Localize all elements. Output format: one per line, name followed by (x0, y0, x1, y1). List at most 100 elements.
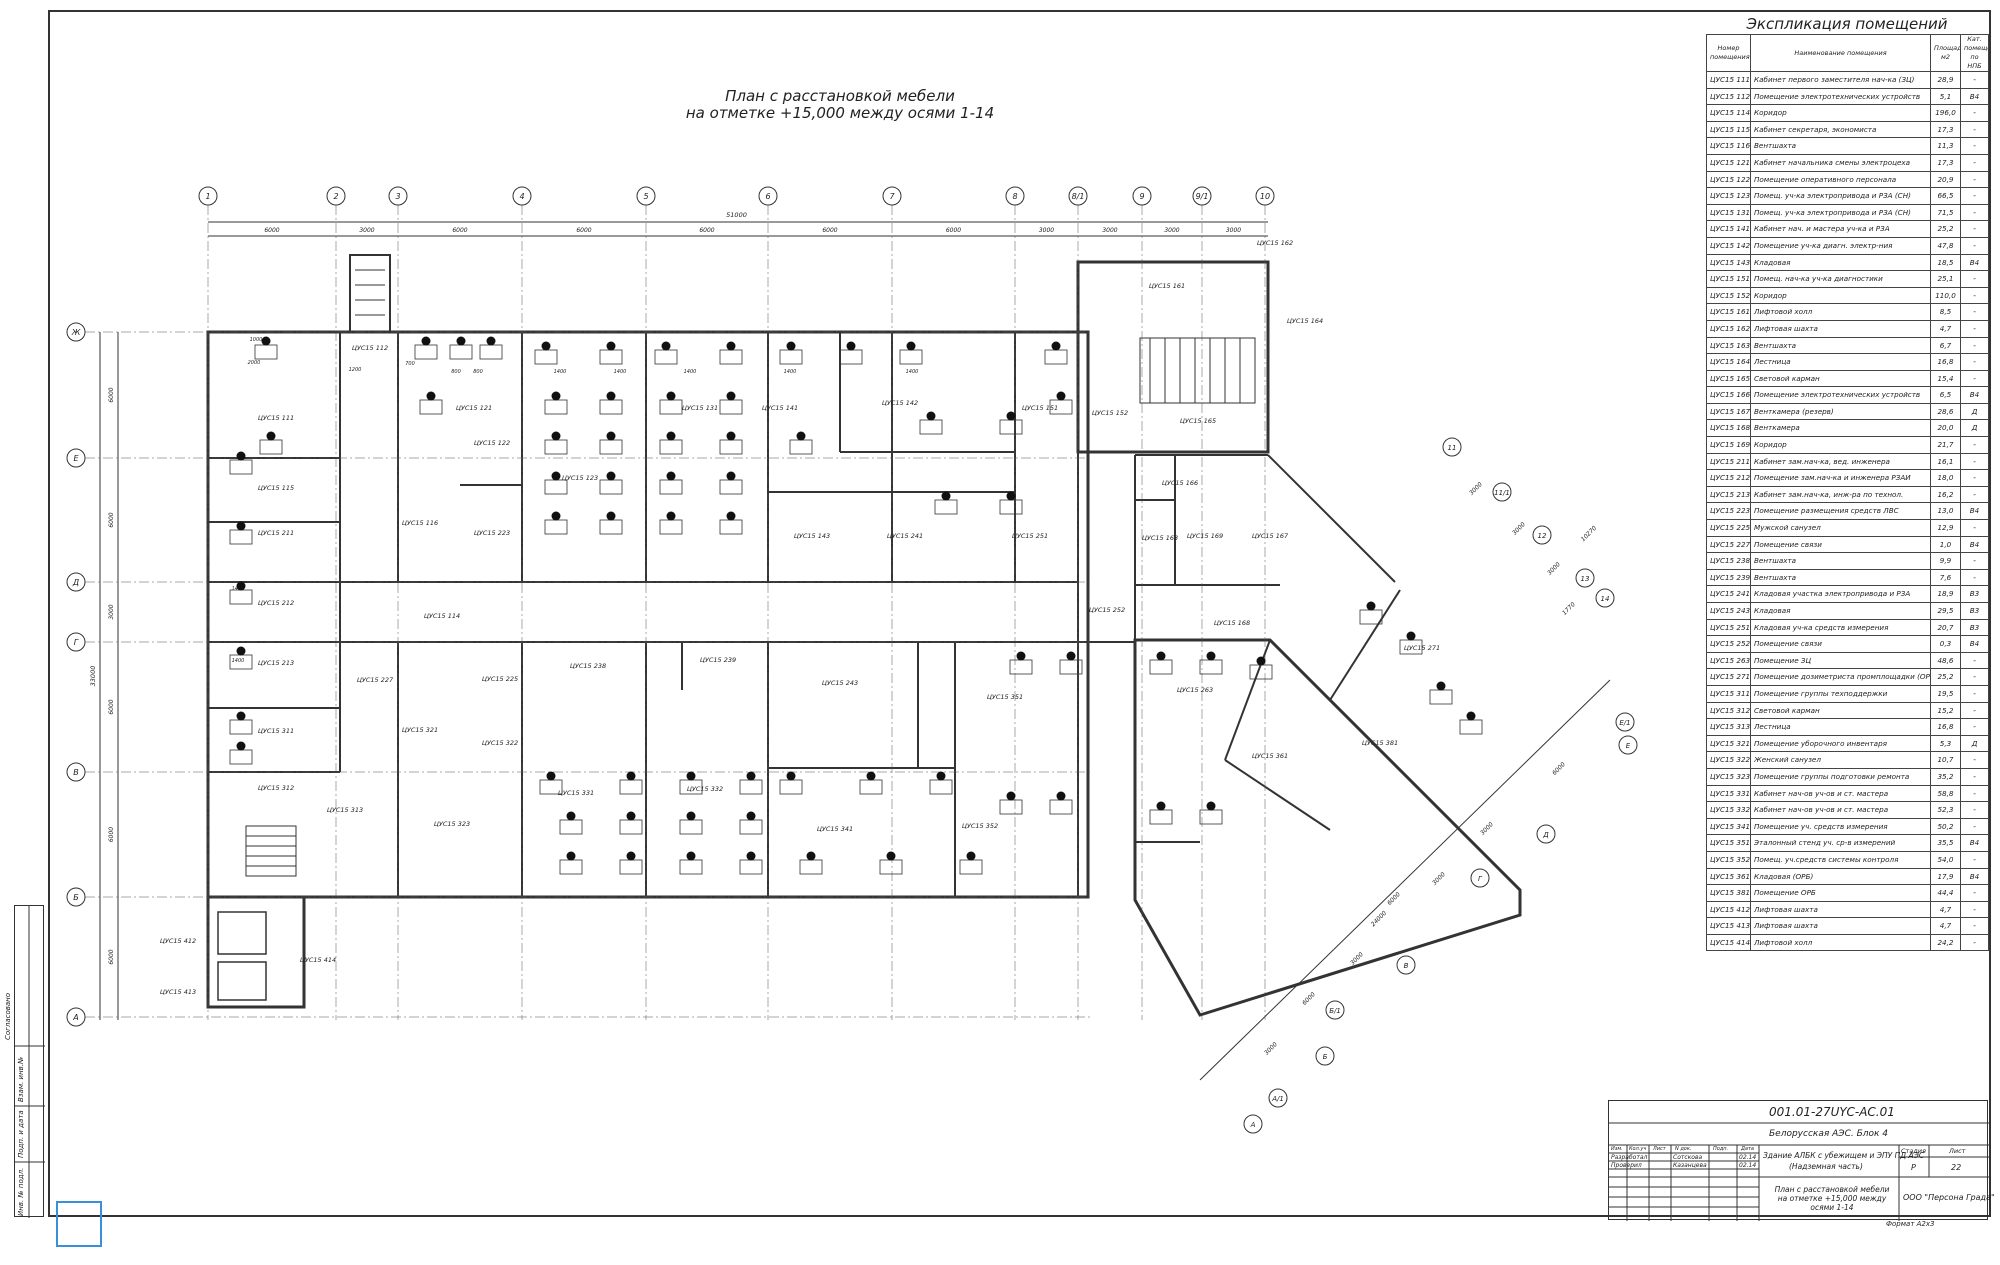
building-name-2: (Надземная часть) (1789, 1162, 1863, 1171)
room-area: 196,0 (1930, 104, 1961, 122)
diag-axis-label: А (1250, 1121, 1256, 1129)
desk (479, 344, 503, 360)
room-name: Кабинет нач. и мастера уч-ка и РЗА (1750, 220, 1931, 238)
desk (719, 439, 743, 455)
side-stamp-grid (15, 906, 45, 1218)
room-area: 6,5 (1930, 386, 1961, 404)
diag-axis-bubble (1532, 525, 1552, 545)
room-category: - (1960, 651, 1989, 670)
room-label: ЦУС15 166 (1162, 479, 1198, 487)
room-number: ЦУС15 332 (1706, 801, 1751, 819)
sheet-title: План с расстановкой мебели на отметке +1… (1769, 1185, 1895, 1212)
diag-dim-label: 3000 (1468, 481, 1484, 497)
room-area: 17,3 (1930, 120, 1961, 139)
desk (1199, 809, 1223, 825)
chair (426, 391, 436, 401)
side-label-podp: Подп. и дата (17, 1110, 25, 1158)
desk (929, 779, 953, 795)
chair (666, 511, 676, 521)
room-label: ЦУС15 142 (882, 399, 918, 407)
room-area: 28,9 (1930, 71, 1961, 89)
furniture-dim: 1200 (349, 367, 362, 373)
chair (261, 336, 271, 346)
room-name: Кабинет нач-ов уч-ов и ст. мастера (1750, 801, 1931, 819)
room-name: Кладовая (ОРБ) (1750, 867, 1931, 886)
chair (626, 851, 636, 861)
desk (544, 519, 568, 535)
room-area: 4,7 (1930, 917, 1961, 935)
room-name: Помещение уч. средств измерения (1750, 817, 1931, 836)
room-area: 0,3 (1930, 635, 1961, 653)
room-label: ЦУС15 163 (1142, 534, 1178, 542)
room-area: 25,2 (1930, 220, 1961, 238)
room-label: ЦУС15 167 (1252, 532, 1289, 540)
desk (934, 499, 958, 515)
room-category: - (1960, 336, 1989, 355)
furniture-dim: 2000 (248, 360, 261, 366)
axis-label: 1 (205, 192, 210, 201)
chair (236, 741, 246, 751)
chair (906, 341, 916, 351)
room-number: ЦУС15 152 (1706, 286, 1751, 305)
room-number: ЦУС15 166 (1706, 386, 1751, 404)
chair (1006, 791, 1016, 801)
room-name: Кладовая (1750, 602, 1931, 620)
dim-label: 3000 (1164, 227, 1179, 234)
room-label: ЦУС15 352 (962, 822, 998, 830)
stair-shaft-top (355, 269, 385, 316)
diag-axis-label: Г (1478, 875, 1483, 883)
selection-box[interactable] (56, 1201, 102, 1247)
room-label: ЦУС15 169 (1187, 532, 1223, 540)
explication-panel: Экспликация помещений Номер помещения На… (1706, 14, 1989, 952)
room-area: 66,5 (1930, 187, 1961, 205)
axis-bubble (1005, 186, 1025, 206)
diag-axis-bubble (1575, 568, 1595, 588)
room-name: Кладовая уч-ка средств измерения (1750, 618, 1931, 637)
axis-bubble (66, 322, 86, 342)
desk (599, 439, 623, 455)
explication-header-row: Номер помещения Наименование помещения П… (1706, 34, 1989, 72)
room-number: ЦУС15 239 (1706, 568, 1751, 587)
axis-label: Е (73, 454, 79, 463)
diag-axis-label: 12 (1538, 532, 1547, 540)
chair (626, 771, 636, 781)
room-category: - (1960, 469, 1989, 487)
room-category: - (1960, 801, 1989, 819)
room-category: - (1960, 850, 1989, 869)
room-category: - (1960, 187, 1989, 205)
diag-dim-label: 6000 (1386, 891, 1402, 907)
chair (486, 336, 496, 346)
drawing-frame (48, 10, 1991, 1217)
room-number: ЦУС15 323 (1706, 767, 1751, 786)
stair-313 (245, 825, 297, 877)
room-name: Световой карман (1750, 369, 1931, 388)
chair (546, 771, 556, 781)
explication-table: Номер помещения Наименование помещения П… (1706, 34, 1989, 952)
desk (599, 349, 623, 365)
room-category: - (1960, 120, 1989, 139)
room-number: ЦУС15 112 (1706, 87, 1751, 106)
room-area: 71,5 (1930, 203, 1961, 222)
axis-bubble (66, 448, 86, 468)
room-category: В3 (1960, 618, 1989, 637)
project-name: Белорусская АЭС. Блок 4 (1769, 1129, 1889, 1139)
room-category: - (1960, 884, 1989, 902)
chair (551, 511, 561, 521)
chair (1156, 651, 1166, 661)
desk (659, 479, 683, 495)
chair (686, 851, 696, 861)
chair (1156, 801, 1166, 811)
room-number: ЦУС15 213 (1706, 485, 1751, 504)
title-block: 001.01-27UYC-AC.01 Белорусская АЭС. Блок… (1608, 1100, 1995, 1221)
room-name: Кладовая (1750, 253, 1931, 272)
room-number: ЦУС15 168 (1706, 419, 1751, 438)
room-name: Вентшахта (1750, 552, 1931, 570)
chair (266, 431, 276, 441)
room-label: ЦУС15 213 (258, 659, 294, 667)
date-developer: 02.14 (1739, 1154, 1757, 1161)
